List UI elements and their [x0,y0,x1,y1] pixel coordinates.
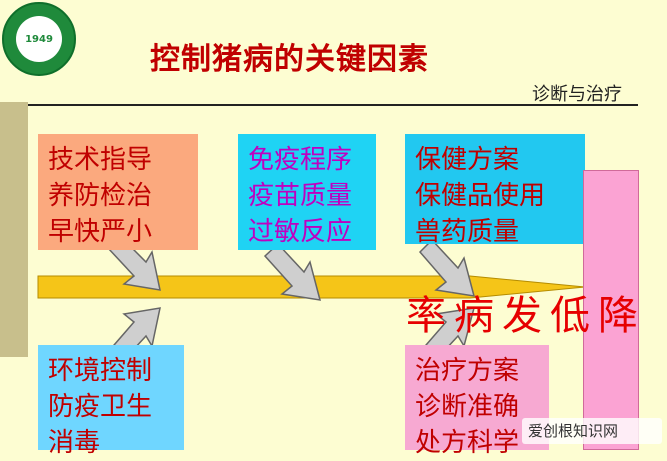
box-line: 养防检治 [48,181,153,211]
logo-year: 1949 [16,16,62,62]
box-line: 诊断准确 [415,392,520,422]
box-environment-control: 环境控制 防疫卫生 消毒 [38,345,184,458]
box-line: 保健方案 [415,145,520,175]
box-line: 技术指导 [48,145,153,175]
box-line: 早快严小 [48,217,153,247]
goal-char: 率 [399,294,445,334]
box-line: 环境控制 [48,356,153,386]
goal-char: 发 [495,294,541,334]
arrow-health [418,238,476,297]
box-line: 免疫程序 [248,145,353,175]
flow-arrows [37,234,586,366]
header-divider [28,104,638,106]
slide-title: 控制猪病的关键因素 [150,42,429,77]
box-technical-guidance: 技术指导 养防检治 早快严小 [38,134,198,250]
box-line: 保健品使用 [415,181,546,211]
box-line: 过敏反应 [248,217,353,247]
box-line: 防疫卫生 [48,392,153,422]
goal-box: 降 低 发 病 率 [399,170,639,450]
left-accent-bar [0,102,28,357]
box-line: 疫苗质量 [248,181,353,211]
goal-char: 病 [447,294,493,334]
watermark: 爱创根知识网 [522,418,662,444]
box-line: 兽药质量 [415,217,520,247]
goal-char: 低 [543,294,589,334]
box-health-plan: 保健方案 保健品使用 兽药质量 [405,134,585,247]
box-line: 治疗方案 [415,356,520,386]
box-vaccination: 免疫程序 疫苗质量 过敏反应 [238,134,376,250]
box-line: 消毒 [48,428,101,458]
goal-char: 降 [591,294,637,334]
school-logo: 1949 [2,2,76,76]
slide-subtitle: 诊断与治疗 [532,84,622,105]
